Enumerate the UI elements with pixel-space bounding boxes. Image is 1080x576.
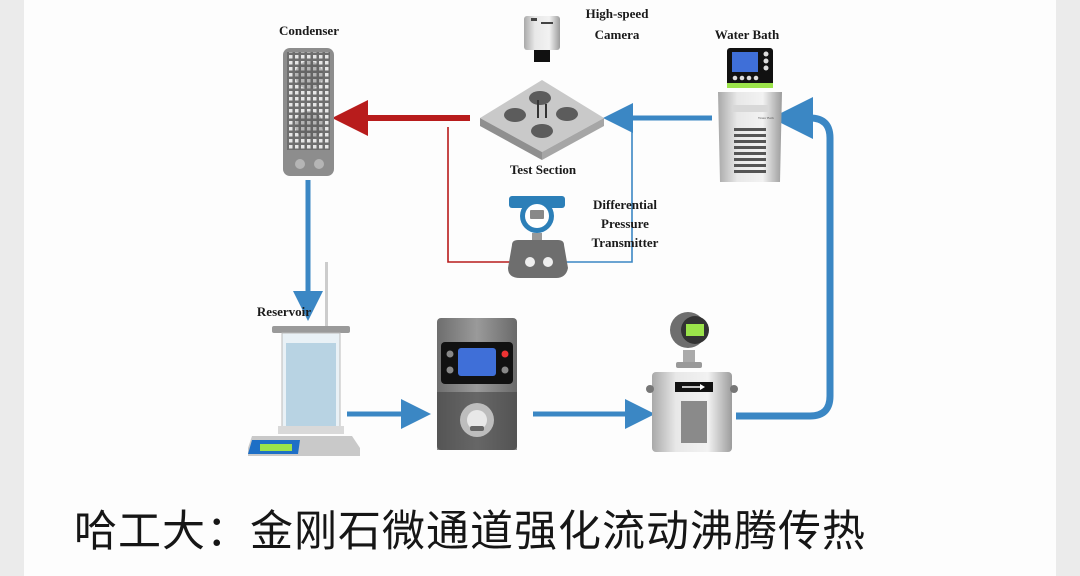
hot-flow-line: [332, 100, 520, 263]
high-speed-camera-icon: [524, 16, 560, 62]
dpt-label-line1: Differential: [593, 197, 657, 212]
water-bath-label: Water Bath: [715, 27, 780, 42]
reservoir-label: Reservoir: [257, 304, 311, 319]
dpt-label-line3: Transmitter: [592, 235, 659, 250]
experimental-loop-diagram: Condenser High-speed Camera Test Section: [248, 6, 834, 456]
condenser-icon: [283, 48, 334, 176]
camera-label-line2: Camera: [595, 27, 640, 42]
dpt-label-line2: Pressure: [601, 216, 649, 231]
camera-label-line1: High-speed: [586, 6, 650, 21]
reservoir-icon: [248, 262, 360, 456]
water-bath-icon: Water Bath: [718, 48, 782, 182]
water-bath-plate: Water Bath: [758, 116, 774, 120]
flow-meter-icon: [646, 312, 738, 452]
pump-icon: [437, 318, 517, 450]
caption-title: 哈工大：金刚石微通道强化流动沸腾传热: [74, 507, 866, 557]
test-section-label: Test Section: [510, 162, 577, 177]
differential-pressure-transmitter-icon: [508, 196, 568, 278]
cold-flow-lines: [293, 97, 834, 429]
condenser-label: Condenser: [279, 23, 339, 38]
test-section-icon: [480, 80, 604, 160]
